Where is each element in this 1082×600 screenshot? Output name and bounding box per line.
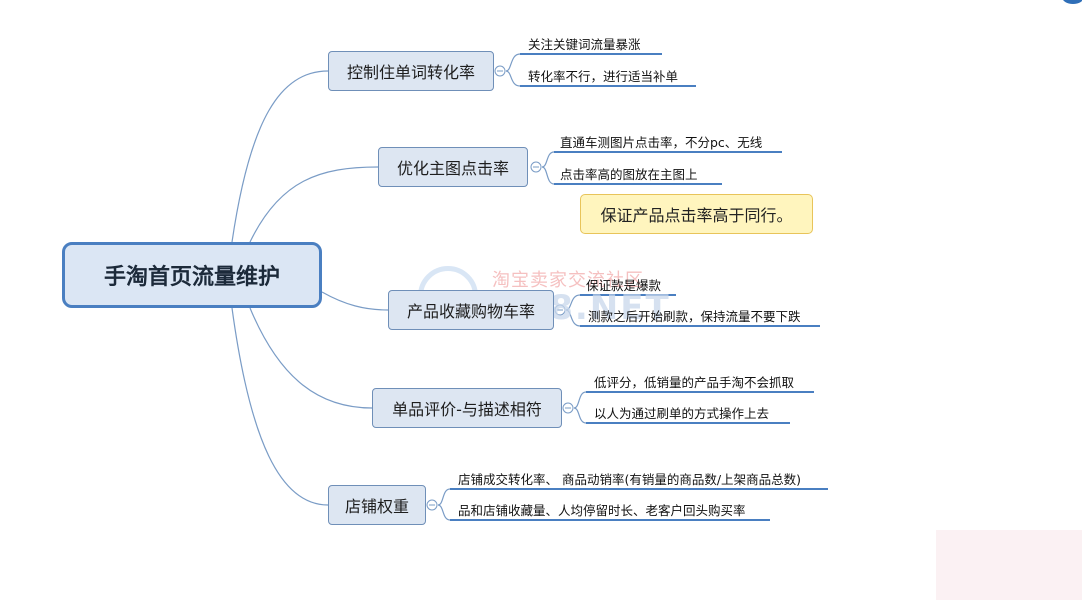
connector-root-branch-2 bbox=[249, 166, 379, 243]
leaf-b5-1[interactable]: 店铺成交转化率、 商品动销率(有销量的商品数/上架商品总数) bbox=[458, 472, 801, 487]
corner-patch bbox=[936, 530, 1082, 600]
watermark-text: 淘宝卖家交流社区 bbox=[492, 270, 644, 291]
connector-b3-leaf-2 bbox=[565, 309, 581, 327]
branch-topic-1[interactable]: 控制住单词转化率 bbox=[328, 51, 494, 91]
branch-topic-5[interactable]: 店铺权重 bbox=[328, 485, 426, 525]
connector-b1-leaf-1 bbox=[505, 53, 521, 72]
leaf-b2-2[interactable]: 点击率高的图放在主图上 bbox=[560, 167, 698, 182]
leaf-b1-1[interactable]: 关注关键词流量暴涨 bbox=[528, 37, 641, 52]
connector-b1-leaf-2 bbox=[505, 70, 521, 87]
root-topic[interactable]: 手淘首页流量维护 bbox=[62, 242, 322, 308]
branch-topic-3[interactable]: 产品收藏购物车率 bbox=[388, 290, 554, 330]
connector-b2-leaf-2 bbox=[541, 166, 555, 185]
connector-root-branch-1 bbox=[231, 70, 329, 243]
leaf-b2-1[interactable]: 直通车测图片点击率，不分pc、无线 bbox=[560, 135, 763, 150]
connector-b4-leaf-2 bbox=[573, 407, 587, 424]
connector-b5-leaf-1 bbox=[437, 488, 451, 506]
leaf-b5-2[interactable]: 品和店铺收藏量、人均停留时长、老客户回头购买率 bbox=[458, 503, 746, 518]
connector-b3-leaf-1 bbox=[565, 294, 581, 311]
leaf-b4-2[interactable]: 以人为通过刷单的方式操作上去 bbox=[594, 406, 770, 421]
leaf-b1-2[interactable]: 转化率不行，进行适当补单 bbox=[528, 69, 679, 84]
connector-root-branch-5 bbox=[231, 307, 329, 506]
corner-avatar-icon bbox=[1062, 0, 1082, 4]
branch-topic-4[interactable]: 单品评价-与描述相符 bbox=[372, 388, 562, 428]
connector-root-branch-3 bbox=[321, 291, 389, 311]
leaf-b3-1[interactable]: 保证款是爆款 bbox=[586, 278, 662, 293]
note-callout[interactable]: 保证产品点击率高于同行。 bbox=[580, 194, 813, 234]
connector-b2-leaf-1 bbox=[541, 151, 555, 168]
branch-topic-2[interactable]: 优化主图点击率 bbox=[378, 147, 528, 187]
connector-b5-leaf-2 bbox=[437, 504, 451, 521]
connector-b4-leaf-1 bbox=[573, 391, 587, 409]
leaf-b3-2[interactable]: 测款之后开始刷款，保持流量不要下跌 bbox=[588, 309, 801, 324]
leaf-b4-1[interactable]: 低评分，低销量的产品手淘不会抓取 bbox=[594, 375, 795, 390]
connector-root-branch-4 bbox=[249, 307, 373, 409]
